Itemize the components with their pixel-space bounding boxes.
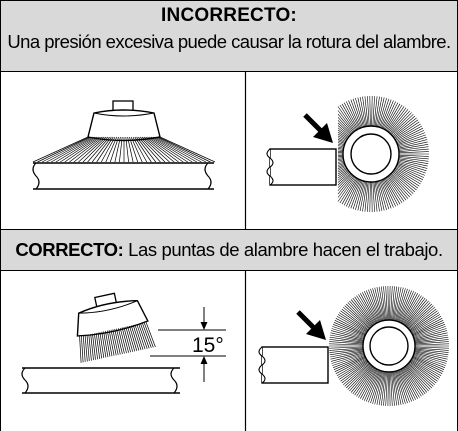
incorrect-header: INCORRECTO: Una presión excesiva puede c…: [0, 0, 458, 72]
correct-heading: CORRECTO:: [15, 239, 124, 260]
incorrect-text: Una presión excesiva puede causar la rot…: [7, 31, 451, 52]
angle-label: 15°: [192, 334, 224, 357]
pressure-arrow-icon: [303, 113, 333, 143]
correct-text: CORRECTO: Las puntas de alambre hacen el…: [1, 239, 457, 261]
workpiece-icon: [266, 148, 337, 186]
cup-brush-icon: [21, 292, 226, 394]
cup-brush-icon: [32, 100, 216, 190]
workpiece-icon: [258, 346, 329, 384]
wheel-brush-icon: [328, 285, 450, 407]
correct-body: Las puntas de alambre hacen el trabajo.: [123, 239, 443, 260]
incorrect-illustrations: [0, 71, 458, 229]
incorrect-heading: INCORRECTO:: [161, 5, 297, 26]
correct-header: CORRECTO: Las puntas de alambre hacen el…: [0, 229, 458, 271]
wheel-brush-icon: [337, 95, 429, 213]
pressure-arrow-icon: [296, 310, 326, 340]
correct-illustrations: 15°: [0, 270, 458, 431]
